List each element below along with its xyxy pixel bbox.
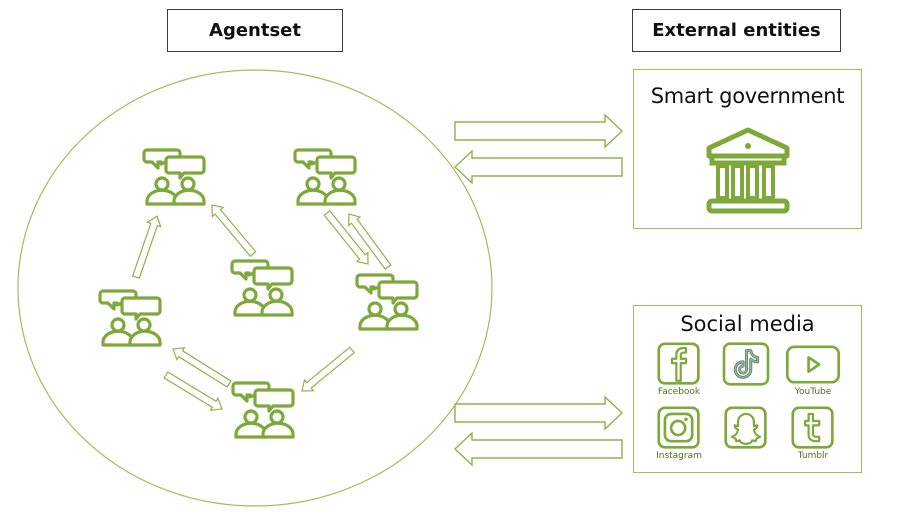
tumblr-icon <box>791 406 834 449</box>
external-flow-arrows <box>453 113 624 467</box>
interaction-arrow-agent-4-to-agent-6 <box>301 346 356 392</box>
snapchat-icon <box>724 406 767 449</box>
interaction-arrow-agent-2-to-agent-4 <box>323 209 369 265</box>
agent-5-icon <box>98 289 162 347</box>
interaction-arrow-agent-3-to-agent-1 <box>211 204 257 258</box>
flow-arrow-social_media-to-entity <box>454 395 624 431</box>
interaction-arrow-agent-5-to-agent-6 <box>163 371 223 412</box>
social-media-title: Social media <box>680 312 815 336</box>
smart-government-title: Smart government <box>650 84 845 108</box>
agent-4-icon <box>355 273 419 331</box>
interaction-arrow-agent-4-to-agent-2 <box>348 213 392 270</box>
external-entities-header-label: External entities <box>652 20 821 41</box>
agentset-boundary <box>17 69 493 507</box>
youtube-icon <box>785 345 841 384</box>
agent-3-icon <box>230 259 294 317</box>
interaction-arrow-agent-6-to-agent-5 <box>172 347 232 388</box>
facebook-label: Facebook <box>657 387 701 397</box>
youtube-label: YouTube <box>794 387 832 397</box>
tumblr-label: Tumblr <box>797 451 829 461</box>
social-media-box: Social media Facebook YouTube Instagram … <box>633 305 862 473</box>
flow-arrow-social_media-to-agentset <box>453 431 623 467</box>
smart-government-box: Smart government <box>633 69 862 229</box>
instagram-label: Instagram <box>656 451 702 461</box>
agentset-header: Agentset <box>167 9 343 52</box>
agent-2-icon <box>293 148 357 206</box>
instagram-icon <box>657 406 700 449</box>
facebook-icon <box>657 342 700 385</box>
flow-arrow-smart_government-to-agentset <box>453 149 623 185</box>
agent-1-icon <box>142 148 206 206</box>
agent-6-icon <box>231 381 295 439</box>
flow-arrow-smart_government-to-entity <box>454 113 624 149</box>
interaction-arrows <box>131 204 392 412</box>
external-entities-header: External entities <box>632 9 841 52</box>
government-building-icon <box>706 127 790 214</box>
agentset-header-label: Agentset <box>209 20 301 41</box>
interaction-arrow-agent-5-to-agent-1 <box>131 215 162 279</box>
tiktok-icon <box>722 342 770 386</box>
